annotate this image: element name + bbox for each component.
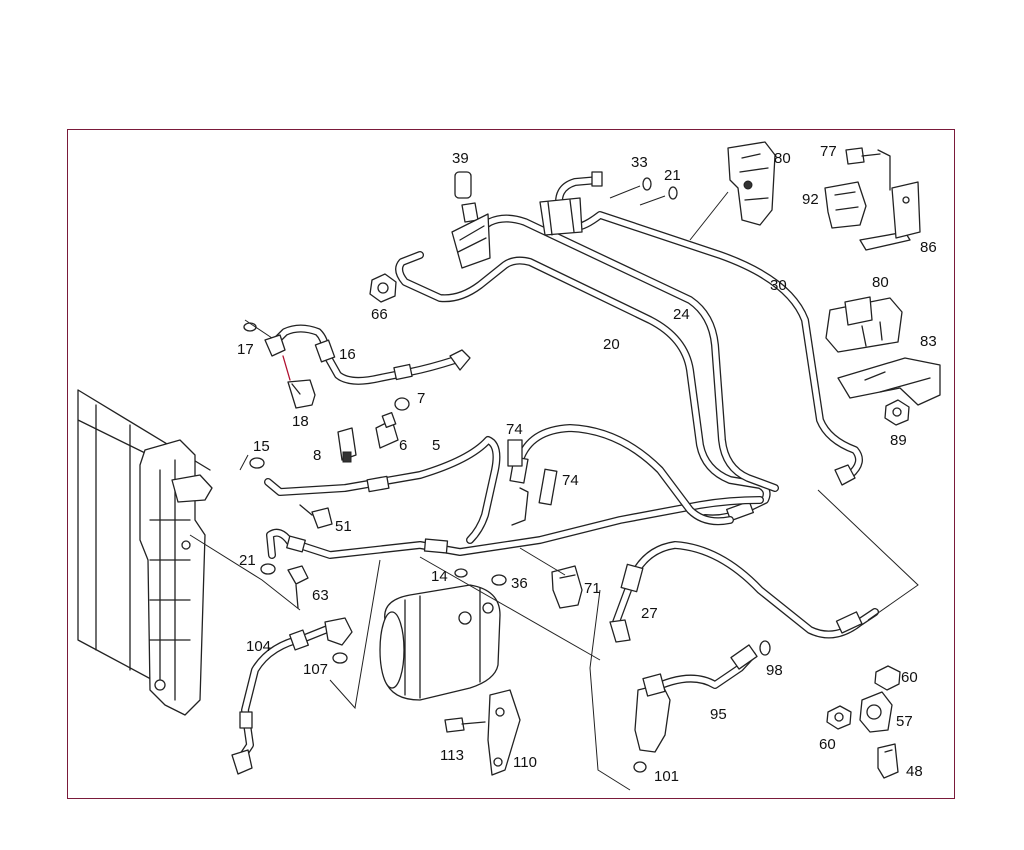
nut-89 <box>884 399 910 426</box>
label-21-left: 21 <box>239 552 256 569</box>
label-17: 17 <box>237 341 254 358</box>
label-107: 107 <box>303 661 328 678</box>
bolt-113 <box>444 717 486 733</box>
sensor-8 <box>337 427 357 463</box>
pipe-5 <box>264 436 501 544</box>
bracket-71 <box>551 565 583 609</box>
label-80-top: 80 <box>774 150 791 167</box>
condenser-assembly <box>77 389 213 716</box>
bracket-110 <box>487 689 521 776</box>
pipe-104 <box>231 617 353 775</box>
label-16: 16 <box>339 346 356 363</box>
label-5: 5 <box>432 437 440 454</box>
label-60-bottom: 60 <box>819 736 836 753</box>
pipe-16 <box>264 324 471 385</box>
pipe-27 <box>609 541 879 643</box>
label-83: 83 <box>920 333 937 350</box>
clamp-80-top <box>727 141 776 226</box>
o-rings <box>243 177 771 773</box>
label-30: 30 <box>770 277 787 294</box>
nut-60-top <box>874 665 901 691</box>
pipe-20-24 <box>395 214 779 523</box>
label-80-lower: 80 <box>872 274 889 291</box>
bracket-83 <box>837 357 941 406</box>
label-113: 113 <box>440 747 464 764</box>
bolt-63 <box>287 565 309 609</box>
label-95: 95 <box>710 706 727 723</box>
label-66: 66 <box>371 306 388 323</box>
label-24: 24 <box>673 306 690 323</box>
label-33: 33 <box>631 154 648 171</box>
pressure-switch-6 <box>375 412 399 449</box>
bracket-24-mount <box>539 197 583 236</box>
label-77: 77 <box>820 143 837 160</box>
label-92: 92 <box>802 191 819 208</box>
label-39: 39 <box>452 150 469 167</box>
part-number-labels: 39 33 21 80 77 92 86 66 24 30 20 80 83 8… <box>237 143 937 785</box>
pipe-74 <box>507 424 734 526</box>
label-18: 18 <box>292 413 309 430</box>
label-21-top: 21 <box>664 167 681 184</box>
label-60-top: 60 <box>901 669 918 686</box>
clip-48 <box>877 743 899 779</box>
label-8: 8 <box>313 447 321 464</box>
label-6: 6 <box>399 437 407 454</box>
diagram-frame <box>67 129 955 799</box>
leader-lines <box>189 185 919 791</box>
compressor <box>379 584 501 701</box>
label-71: 71 <box>584 580 601 597</box>
label-74-lower: 74 <box>562 472 579 489</box>
nut-60-bottom <box>826 705 852 730</box>
bolt-51 <box>299 504 333 529</box>
label-15: 15 <box>253 438 270 455</box>
clamp-80-lower <box>825 296 903 353</box>
bolt-18 <box>282 355 316 409</box>
nut-66 <box>369 273 397 303</box>
label-63: 63 <box>312 587 329 604</box>
label-74-upper: 74 <box>506 421 523 438</box>
label-20: 20 <box>603 336 620 353</box>
bracket-86 <box>859 149 921 251</box>
label-14: 14 <box>431 568 448 585</box>
label-57: 57 <box>896 713 913 730</box>
pipe-21-main <box>266 496 764 559</box>
label-86: 86 <box>920 239 937 256</box>
label-7: 7 <box>417 390 425 407</box>
label-89: 89 <box>890 432 907 449</box>
label-101: 101 <box>654 768 679 785</box>
clip-92 <box>824 181 867 229</box>
label-104: 104 <box>246 638 271 655</box>
pipe-95 <box>634 644 758 753</box>
bolt-77 <box>845 147 881 165</box>
label-98: 98 <box>766 662 783 679</box>
clamp-57 <box>859 691 893 733</box>
label-27: 27 <box>641 605 658 622</box>
label-110: 110 <box>513 754 537 771</box>
receiver-39 <box>451 171 491 269</box>
label-36: 36 <box>511 575 528 592</box>
label-48: 48 <box>906 763 923 780</box>
label-51: 51 <box>335 518 352 535</box>
